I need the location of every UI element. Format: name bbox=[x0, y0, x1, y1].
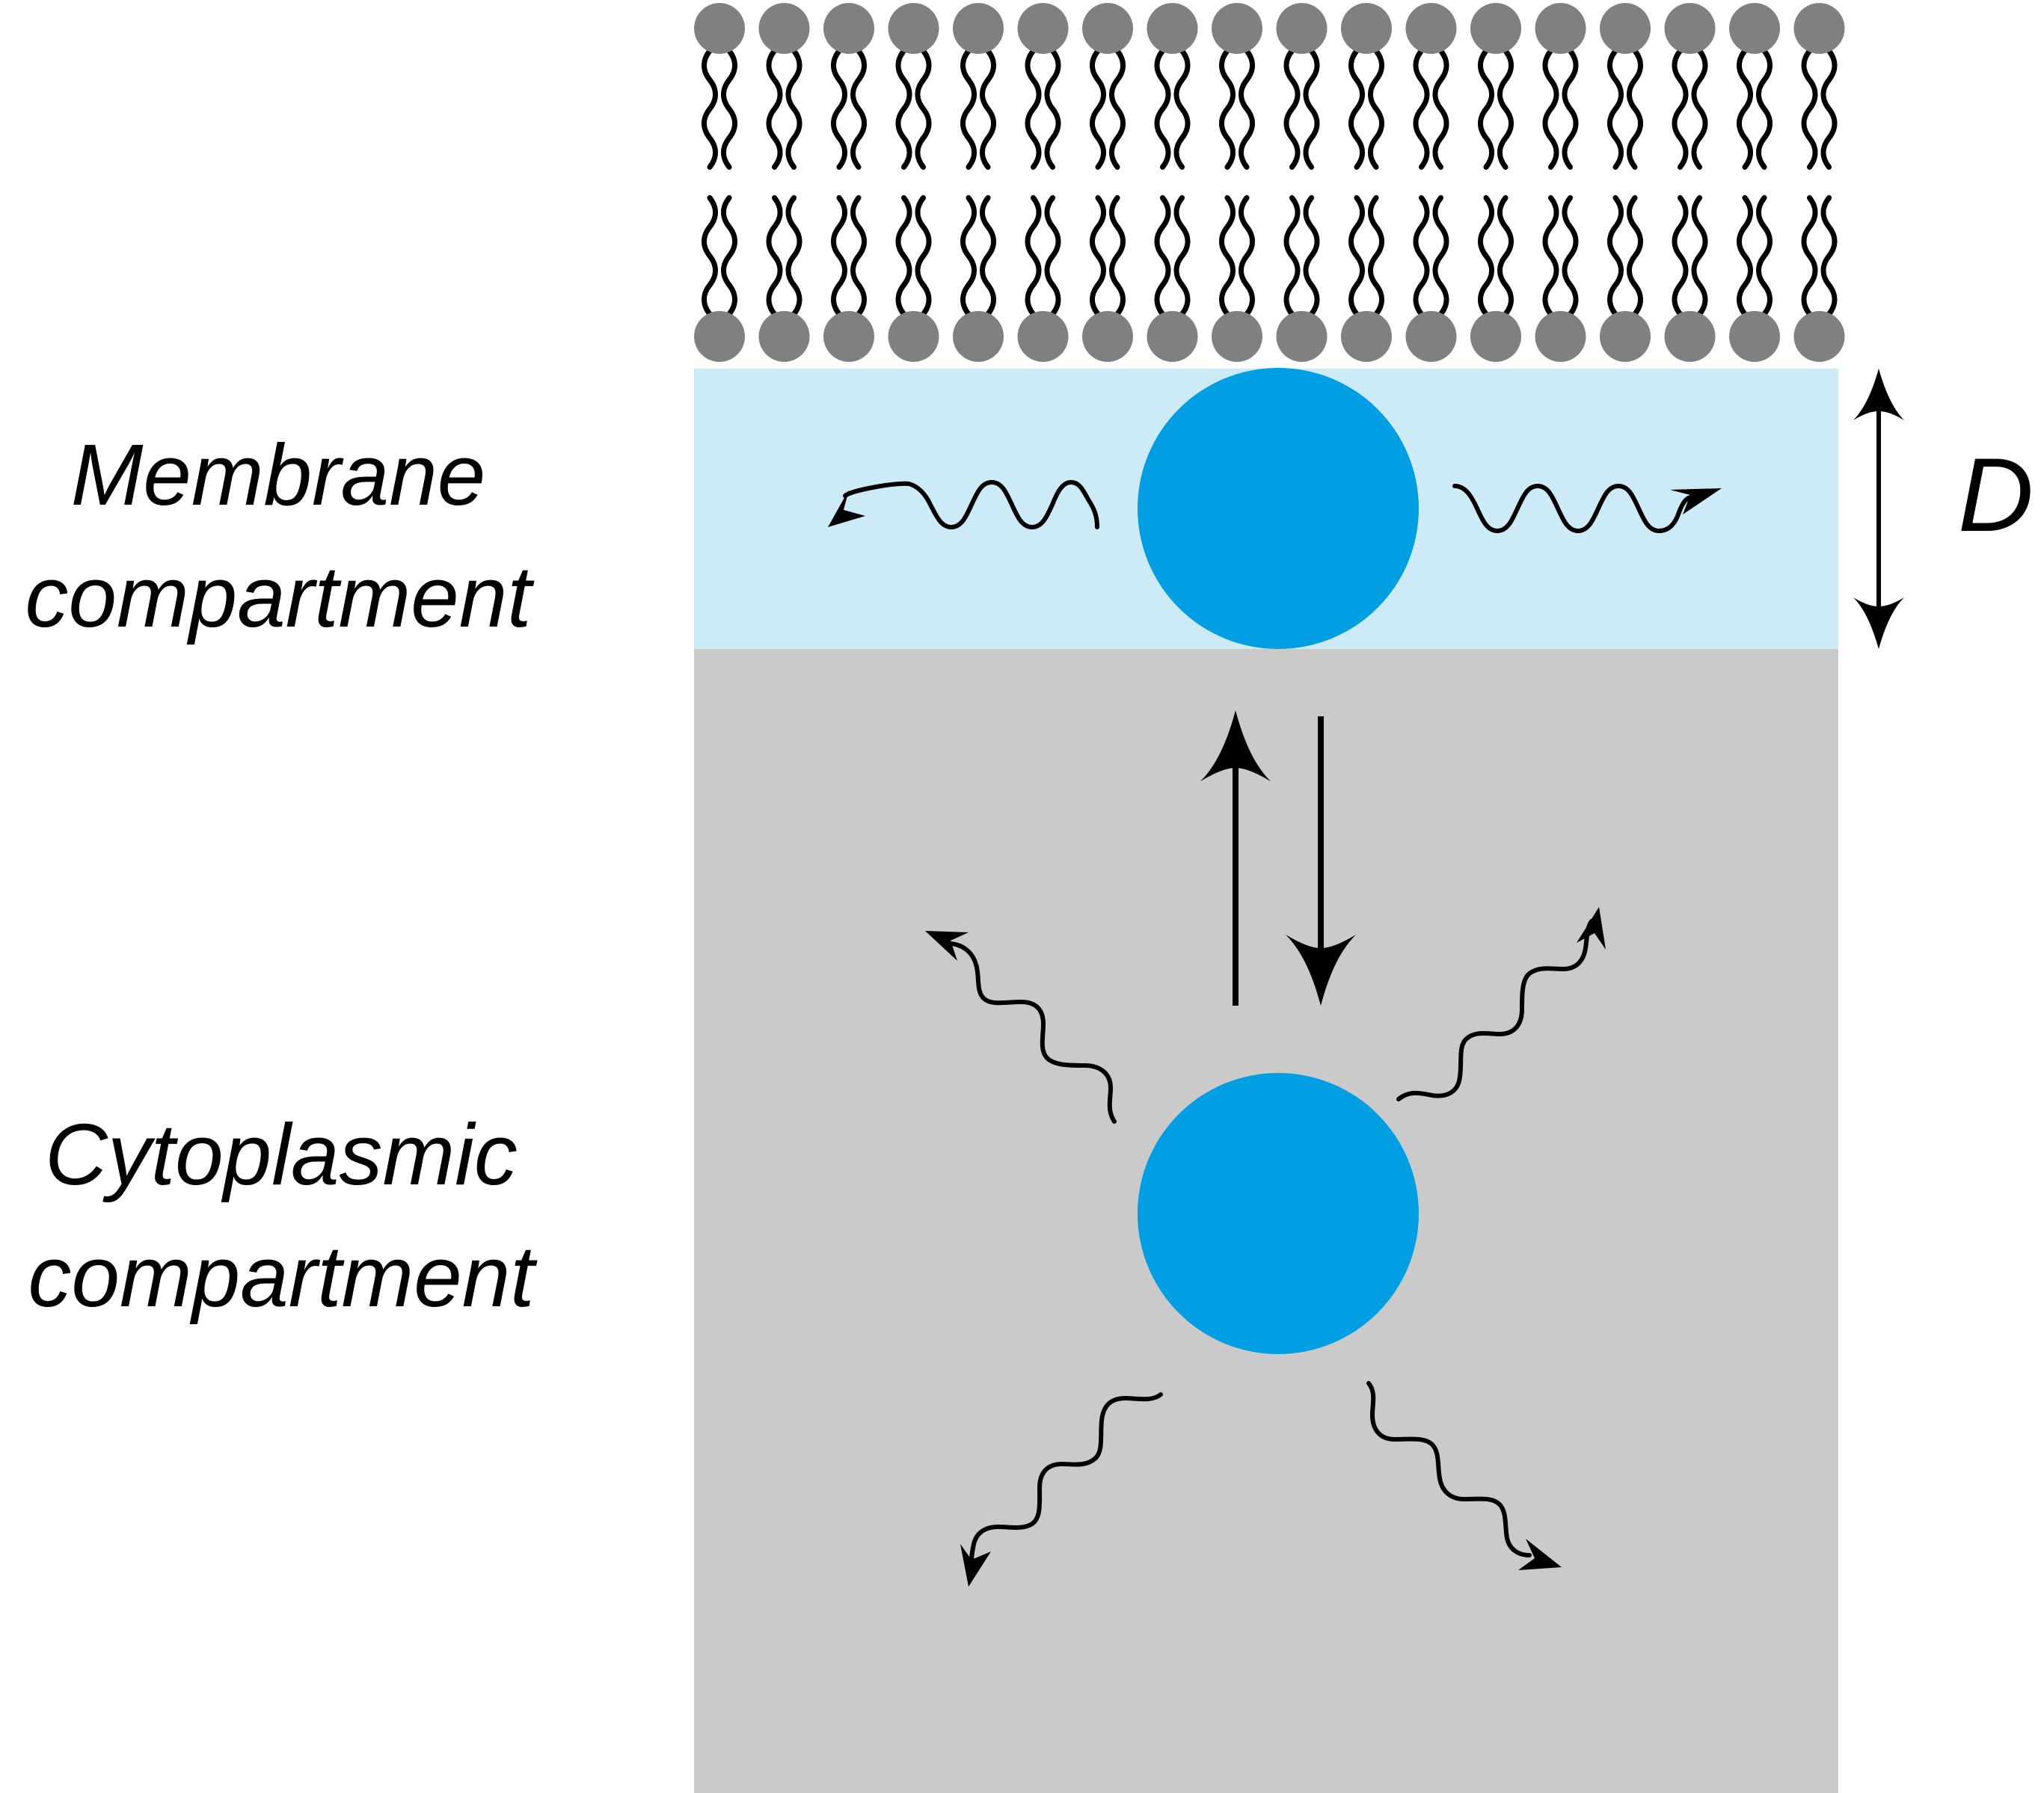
lipid-top bbox=[1535, 3, 1586, 167]
lipid-head bbox=[823, 311, 874, 362]
lipid-head bbox=[1147, 3, 1198, 54]
membrane-diffusion-left-arrowhead bbox=[828, 490, 865, 527]
membrane-particle bbox=[1138, 368, 1419, 649]
lipid-head bbox=[888, 311, 939, 362]
lipid-head bbox=[1082, 311, 1133, 362]
lipid-bottom bbox=[1212, 198, 1262, 362]
cytoplasmic-particle bbox=[1138, 1073, 1419, 1354]
exchange-arrow-down bbox=[1286, 716, 1356, 1006]
cyto-diffusion-upper-left-arrowhead bbox=[925, 931, 969, 961]
cyto-diffusion-lower-right-arrowhead bbox=[1518, 1539, 1562, 1570]
lipid-head bbox=[694, 3, 745, 54]
lipid-head bbox=[953, 3, 1004, 54]
membrane-diffusion-right-arrowhead bbox=[1670, 488, 1722, 514]
lipid-top bbox=[1470, 3, 1521, 167]
membrane-label-line1: Membrane bbox=[71, 426, 485, 523]
lipid-bottom bbox=[758, 198, 810, 362]
cyto-diffusion-upper-left-arrow bbox=[946, 941, 1117, 1124]
lipid-bottom bbox=[1405, 198, 1457, 362]
membrane-diffusion-right-arrow bbox=[1452, 483, 1694, 534]
lipid-top bbox=[1341, 3, 1392, 167]
lipid-head bbox=[1793, 311, 1845, 362]
lipid-top bbox=[1276, 3, 1328, 167]
lipid-top bbox=[1017, 3, 1069, 167]
lipid-head bbox=[1535, 311, 1586, 362]
lipid-top bbox=[694, 3, 745, 167]
lipid-bottom bbox=[1017, 198, 1069, 362]
lipid-top bbox=[1600, 3, 1651, 167]
lipid-head bbox=[1470, 3, 1521, 54]
lipid-top bbox=[823, 3, 874, 167]
lipid-head bbox=[1341, 311, 1392, 362]
exchange-arrow-up bbox=[1200, 710, 1271, 1006]
lipid-head bbox=[1017, 3, 1069, 54]
lipid-bottom bbox=[888, 198, 939, 362]
lipid-head bbox=[1600, 3, 1651, 54]
lipid-bilayer bbox=[694, 3, 1845, 362]
lipid-bottom bbox=[1664, 198, 1716, 362]
cyto-diffusion-lower-right-arrow bbox=[1366, 1381, 1532, 1557]
lipid-bottom bbox=[1276, 198, 1328, 362]
lipid-bottom bbox=[1082, 198, 1133, 362]
lipid-head bbox=[694, 311, 745, 362]
cyto-diffusion-upper-right-arrow bbox=[1396, 919, 1594, 1101]
lipid-top bbox=[953, 3, 1004, 167]
cytoplasm-label-line2: compartment bbox=[28, 1228, 538, 1325]
lipid-head bbox=[1405, 311, 1457, 362]
cyto-diffusion-lower-left-arrowhead bbox=[960, 1544, 991, 1587]
lipid-head bbox=[758, 3, 810, 54]
lipid-bottom bbox=[1793, 198, 1845, 362]
lipid-bottom bbox=[1729, 198, 1780, 362]
lipid-top bbox=[1664, 3, 1716, 167]
thickness-dimension-arrow bbox=[1853, 369, 1904, 649]
lipid-head bbox=[1793, 3, 1845, 54]
lipid-top bbox=[1082, 3, 1133, 167]
lipid-head bbox=[1082, 3, 1133, 54]
lipid-top bbox=[1793, 3, 1845, 167]
lipid-head bbox=[888, 3, 939, 54]
membrane-diffusion-left-arrow bbox=[843, 479, 1099, 530]
lipid-head bbox=[1664, 3, 1716, 54]
lipid-head bbox=[1535, 3, 1586, 54]
membrane-label-line2: compartment bbox=[25, 548, 535, 645]
lipid-head bbox=[1147, 311, 1198, 362]
cyto-diffusion-upper-right-arrowhead bbox=[1577, 907, 1606, 950]
cyto-diffusion-lower-left-arrow bbox=[969, 1392, 1163, 1566]
lipid-top bbox=[888, 3, 939, 167]
lipid-bottom bbox=[1470, 198, 1521, 362]
cytoplasm-label-line1: Cytoplasmic bbox=[45, 1106, 518, 1203]
lipid-head bbox=[1729, 3, 1780, 54]
lipid-bottom bbox=[1341, 198, 1392, 362]
lipid-top bbox=[1405, 3, 1457, 167]
lipid-head bbox=[1017, 311, 1069, 362]
lipid-head bbox=[1341, 3, 1392, 54]
lipid-head bbox=[1470, 311, 1521, 362]
lipid-bottom bbox=[694, 198, 745, 362]
lipid-head bbox=[1729, 311, 1780, 362]
lipid-head bbox=[1405, 3, 1457, 54]
lipid-head bbox=[758, 311, 810, 362]
lipid-head bbox=[953, 311, 1004, 362]
lipid-bottom bbox=[1600, 198, 1651, 362]
lipid-top bbox=[1729, 3, 1780, 167]
lipid-bottom bbox=[1147, 198, 1198, 362]
lipid-bottom bbox=[953, 198, 1004, 362]
lipid-head bbox=[1664, 311, 1716, 362]
lipid-head bbox=[1600, 311, 1651, 362]
lipid-head bbox=[1276, 311, 1328, 362]
lipid-bottom bbox=[823, 198, 874, 362]
lipid-head bbox=[1212, 311, 1262, 362]
lipid-head bbox=[1212, 3, 1262, 54]
lipid-top bbox=[1147, 3, 1198, 167]
lipid-head bbox=[823, 3, 874, 54]
lipid-bottom bbox=[1535, 198, 1586, 362]
thickness-label: D bbox=[1958, 436, 2034, 553]
lipid-head bbox=[1276, 3, 1328, 54]
lipid-top bbox=[1212, 3, 1262, 167]
lipid-top bbox=[758, 3, 810, 167]
